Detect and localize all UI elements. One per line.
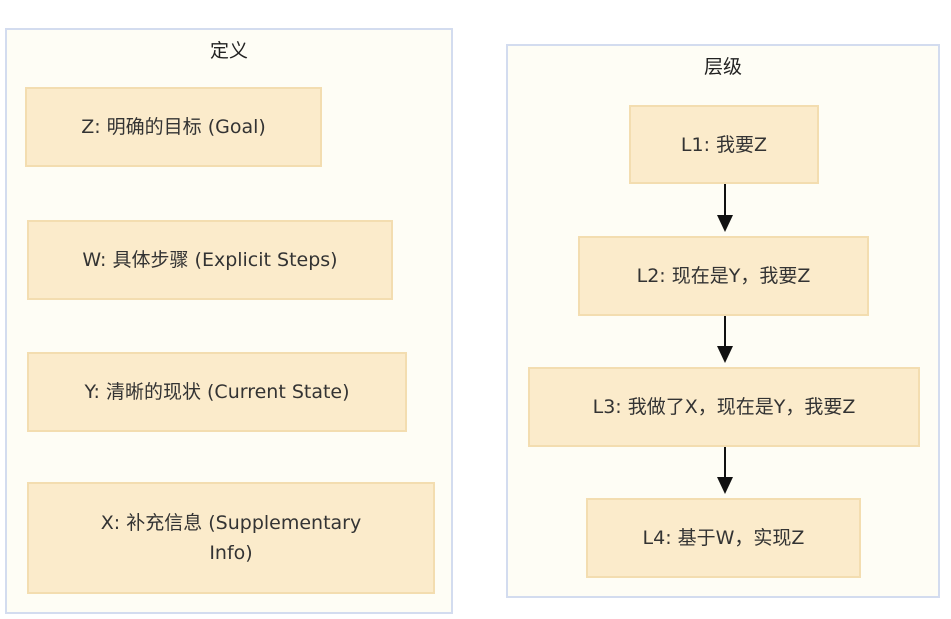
- arrow-l3-to-l4: [717, 447, 733, 494]
- definition-panel: 定义 Z: 明确的目标 (Goal) W: 具体步骤 (Explicit Ste…: [5, 28, 453, 614]
- hierarchy-level-4: L4: 基于W，实现Z: [586, 498, 861, 578]
- hierarchy-panel-title: 层级: [703, 56, 742, 78]
- arrow-l1-to-l2: [717, 184, 733, 232]
- hierarchy-level-3: L3: 我做了X，现在是Y，我要Z: [528, 367, 920, 447]
- hierarchy-panel: 层级 L1: 我要Z L2: 现在是Y，我要Z L3: 我做了X，现在是Y，我要…: [506, 44, 940, 598]
- hierarchy-level-1: L1: 我要Z: [629, 105, 819, 184]
- definition-goal-node: Z: 明确的目标 (Goal): [25, 87, 322, 167]
- hierarchy-level-2: L2: 现在是Y，我要Z: [578, 236, 869, 316]
- definition-info-node: X: 补充信息 (Supplementary Info): [27, 482, 435, 594]
- definition-state-node: Y: 清晰的现状 (Current State): [27, 352, 407, 432]
- definition-panel-title: 定义: [209, 40, 248, 62]
- arrow-l2-to-l3: [717, 316, 733, 363]
- definition-steps-node: W: 具体步骤 (Explicit Steps): [27, 220, 393, 300]
